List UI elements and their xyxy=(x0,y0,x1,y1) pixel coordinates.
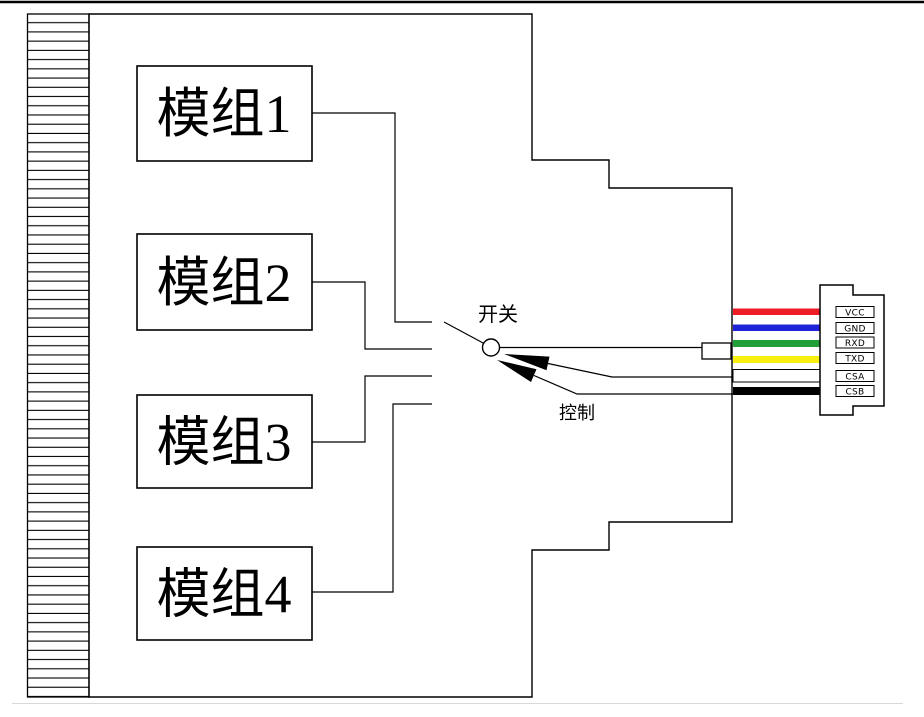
module-4-wire xyxy=(312,403,432,593)
pin-box-rxd xyxy=(835,336,875,349)
device-outline xyxy=(88,13,733,698)
pin-label-csa: CSA xyxy=(845,373,865,383)
module-1-wire xyxy=(312,112,432,323)
module-4-box xyxy=(136,546,313,641)
control-arrow-2-line xyxy=(533,374,733,395)
module-2-box xyxy=(136,233,313,331)
pin-label-rxd: RXD xyxy=(845,339,865,349)
pin-label-gnd: GND xyxy=(844,325,866,335)
switch-pivot xyxy=(481,338,501,357)
pin-box-csb xyxy=(835,385,875,397)
switch-label: 开关 xyxy=(478,303,518,326)
control-arrow-2-head xyxy=(497,360,537,382)
switch-arm xyxy=(443,321,486,345)
pin-box-txd xyxy=(835,352,875,364)
module-2-label: 模组2 xyxy=(157,253,292,313)
pin-label-vcc: VCC xyxy=(845,309,865,319)
wire-gnd xyxy=(733,324,820,331)
control-label: 控制 xyxy=(559,403,595,423)
module-3-wire xyxy=(312,375,432,443)
wire-csa xyxy=(732,369,821,383)
pin-label-txd: TXD xyxy=(844,355,865,365)
control-arrow-1-line xyxy=(547,362,742,378)
wire-csb xyxy=(733,387,820,395)
pin-box-vcc xyxy=(835,306,875,318)
pin-box-csa xyxy=(835,370,875,382)
junction-box xyxy=(701,342,732,360)
card-edge-connector xyxy=(26,13,90,698)
module-3-box xyxy=(136,394,313,489)
pin-label-csb: CSB xyxy=(845,388,864,398)
module-2-wire xyxy=(312,281,432,350)
wire-rxd xyxy=(733,340,820,347)
control-arrow-1-head xyxy=(504,354,550,371)
wire-vcc xyxy=(733,308,820,315)
module-1-label: 模组1 xyxy=(157,84,292,144)
module-3-label: 模组3 xyxy=(157,413,292,473)
module-4-label: 模组4 xyxy=(157,565,292,625)
wire-txd xyxy=(733,356,820,363)
pin-box-gnd xyxy=(835,322,875,334)
module-1-box xyxy=(136,65,313,162)
